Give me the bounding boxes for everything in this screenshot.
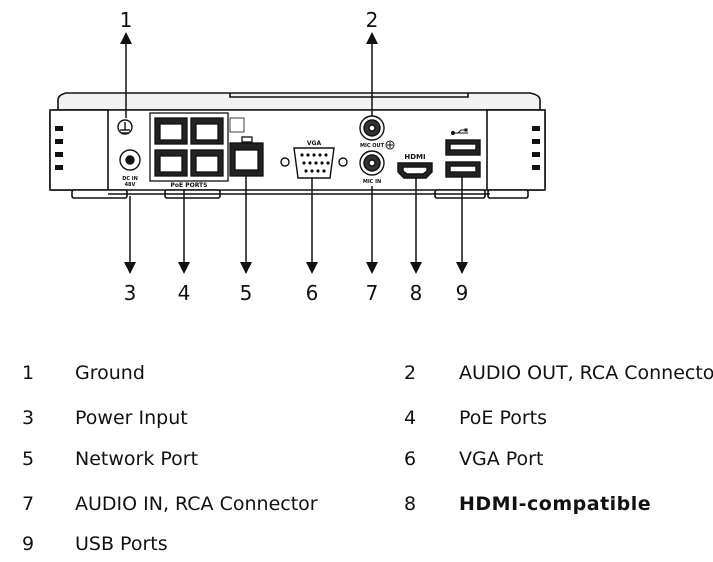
ground-terminal-icon xyxy=(117,119,133,135)
port-index-icon xyxy=(229,117,245,133)
legend-number: 4 xyxy=(404,407,417,429)
plus-icon xyxy=(385,140,395,150)
power-input-icon xyxy=(119,149,141,171)
legend-number: 6 xyxy=(404,448,417,470)
legend-description: Network Port xyxy=(75,448,199,470)
legend-number: 5 xyxy=(22,448,35,470)
usb-symbol-icon xyxy=(451,128,468,135)
callout-4: 4 xyxy=(178,281,191,305)
legend-description: AUDIO IN, RCA Connector xyxy=(75,493,318,515)
poe-ports-label: PoE PORTS xyxy=(171,182,208,189)
vga-port-icon xyxy=(280,147,348,179)
mic-out-label: MIC OUT xyxy=(360,143,385,149)
legend-number: 1 xyxy=(22,362,35,384)
callout-8: 8 xyxy=(410,281,423,305)
vga-label: VGA xyxy=(307,140,322,147)
legend-description: VGA Port xyxy=(459,448,544,470)
callout-2: 2 xyxy=(366,8,379,32)
dc-in-label: DC IN xyxy=(122,176,138,182)
legend-number: 9 xyxy=(22,533,35,555)
legend-description: PoE Ports xyxy=(459,407,548,429)
legend-description: Power Input xyxy=(75,407,188,429)
callout-5: 5 xyxy=(240,281,253,305)
legend-description: USB Ports xyxy=(75,533,168,555)
callout-7: 7 xyxy=(366,281,379,305)
callout-9: 9 xyxy=(456,281,469,305)
callout-6: 6 xyxy=(306,281,319,305)
legend-description: Ground xyxy=(75,362,145,384)
hdmi-label: HDMI xyxy=(404,153,425,161)
mic-in-label: MIC IN xyxy=(363,179,381,185)
audio-out-rca-icon xyxy=(359,115,385,141)
audio-in-rca-icon xyxy=(359,150,385,176)
callout-1: 1 xyxy=(120,8,133,32)
network-port-icon xyxy=(229,136,264,177)
poe-ports-icon xyxy=(149,112,229,182)
legend-description: HDMI-compatible xyxy=(459,493,652,515)
dc-voltage-label: 48V xyxy=(125,182,136,188)
rear-panel-diagram: DC IN 48V PoE PORTS VGA MIC OUT xyxy=(49,8,546,305)
hdmi-port-icon xyxy=(397,162,433,179)
callout-lines xyxy=(120,32,468,274)
legend-number: 2 xyxy=(404,362,417,384)
legend-number: 8 xyxy=(404,493,417,515)
legend-number: 7 xyxy=(22,493,35,515)
legend-number: 3 xyxy=(22,407,35,429)
callout-3: 3 xyxy=(124,281,137,305)
usb-ports-icon xyxy=(445,139,481,178)
legend-description: AUDIO OUT, RCA Connector xyxy=(459,362,713,384)
